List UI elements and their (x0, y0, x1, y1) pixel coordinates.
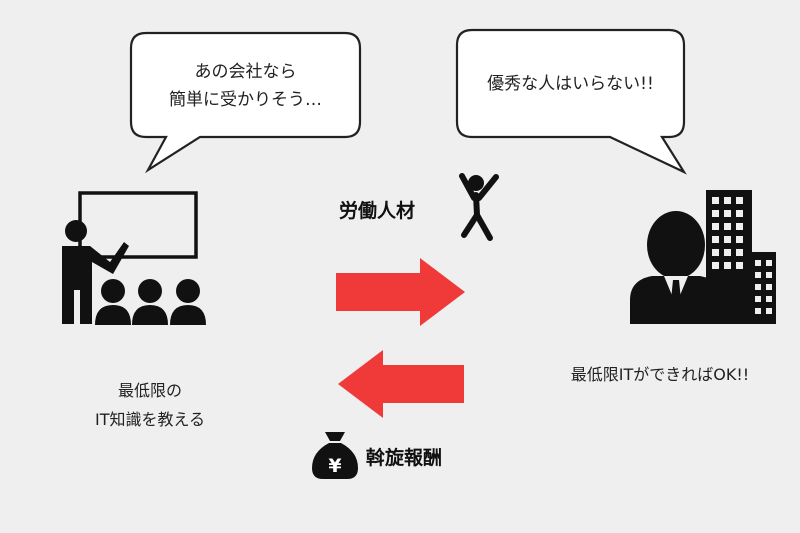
building-icon (706, 190, 776, 324)
yen-icon: ¥ (328, 455, 341, 477)
right-arrow (336, 258, 465, 326)
students-icon (95, 279, 206, 325)
left-bubble-text: あの会社なら 簡単に受かりそう… (131, 58, 360, 114)
left-arrow (338, 350, 464, 418)
left-caption-line-2: IT知識を教える (94, 410, 205, 429)
left-bubble-line-1: あの会社なら (194, 62, 297, 82)
labor-label: 労働人材 (339, 200, 416, 222)
left-caption: 最低限の IT知識を教える (50, 376, 250, 434)
right-speech-bubble (455, 28, 687, 175)
teacher-icon (62, 191, 198, 324)
left-caption-line-1: 最低限の (117, 381, 182, 400)
right-bubble-text: 優秀な人はいらない!! (487, 74, 654, 94)
left-bubble-line-2: 簡単に受かりそう… (169, 90, 322, 110)
left-speech-bubble (129, 31, 362, 174)
money-bag-icon (312, 432, 358, 479)
jumping-person-icon (459, 173, 499, 241)
right-caption: 最低限ITができればOK!! (570, 365, 750, 384)
reward-label: 斡旋報酬 (366, 447, 443, 469)
businessman-icon (630, 211, 722, 324)
